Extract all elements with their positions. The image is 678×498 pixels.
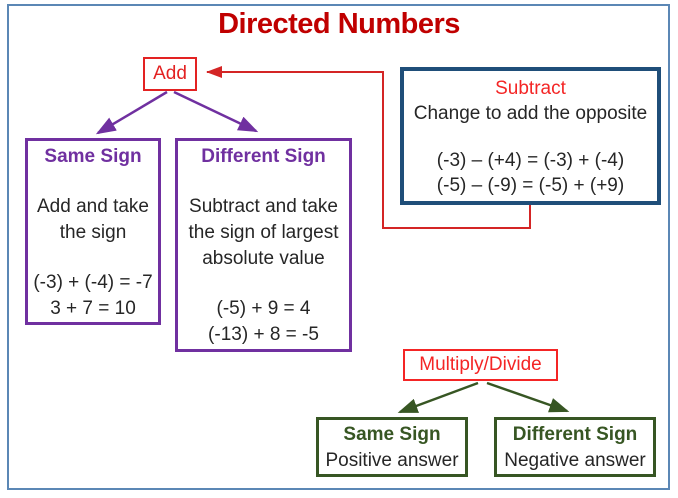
multiply-same-sign-title: Same Sign [343, 424, 441, 445]
subtract-example-2: (-5) – (-9) = (-5) + (+9) [436, 175, 625, 196]
add-same-sign-rule-line-2: the sign [59, 222, 127, 243]
multiply-divide-label: Multiply/Divide [419, 354, 542, 375]
add-same-sign-box: Same Sign Add and take the sign (-3) + (… [25, 138, 161, 325]
add-different-sign-example-2: (-13) + 8 = -5 [208, 324, 319, 345]
multiply-to-same-sign-arrow [397, 381, 479, 414]
add-to-different-sign-arrow [173, 90, 259, 133]
add-different-sign-rule-line-1: Subtract and take [189, 196, 338, 217]
subtract-box-title: Subtract [495, 78, 566, 99]
add-different-sign-example-1: (-5) + 9 = 4 [216, 298, 311, 319]
multiply-different-sign-box: Different Sign Negative answer [494, 417, 656, 477]
add-node: Add [143, 57, 197, 91]
multiply-same-sign-rule: Positive answer [325, 450, 459, 471]
subtract-example-1: (-3) – (+4) = (-3) + (-4) [436, 150, 625, 171]
add-node-label: Add [153, 63, 187, 84]
add-to-same-sign-arrow [95, 90, 168, 135]
add-same-sign-example-2: 3 + 7 = 10 [50, 298, 136, 319]
multiply-same-sign-box: Same Sign Positive answer [316, 417, 468, 477]
subtract-box-subtitle: Change to add the opposite [413, 103, 648, 124]
subtract-box: Subtract Change to add the opposite (-3)… [400, 67, 661, 205]
spacer [178, 170, 349, 194]
multiply-to-different-sign-arrow [486, 381, 570, 413]
spacer [28, 246, 158, 270]
spacer [28, 170, 158, 194]
multiply-different-sign-title: Different Sign [512, 424, 638, 445]
multiply-divide-node: Multiply/Divide [403, 349, 558, 381]
add-different-sign-box: Different Sign Subtract and take the sig… [175, 138, 352, 352]
add-different-sign-rule-line-2: the sign of largest [188, 222, 339, 243]
page-title: Directed Numbers [218, 8, 460, 40]
add-different-sign-rule-line-3: absolute value [202, 248, 325, 269]
spacer [178, 272, 349, 296]
add-same-sign-rule-line-1: Add and take [37, 196, 149, 217]
add-different-sign-title: Different Sign [201, 146, 326, 167]
add-same-sign-example-1: (-3) + (-4) = -7 [33, 272, 153, 293]
multiply-different-sign-rule: Negative answer [504, 450, 646, 471]
add-same-sign-title: Same Sign [44, 146, 142, 167]
spacer [404, 126, 657, 148]
